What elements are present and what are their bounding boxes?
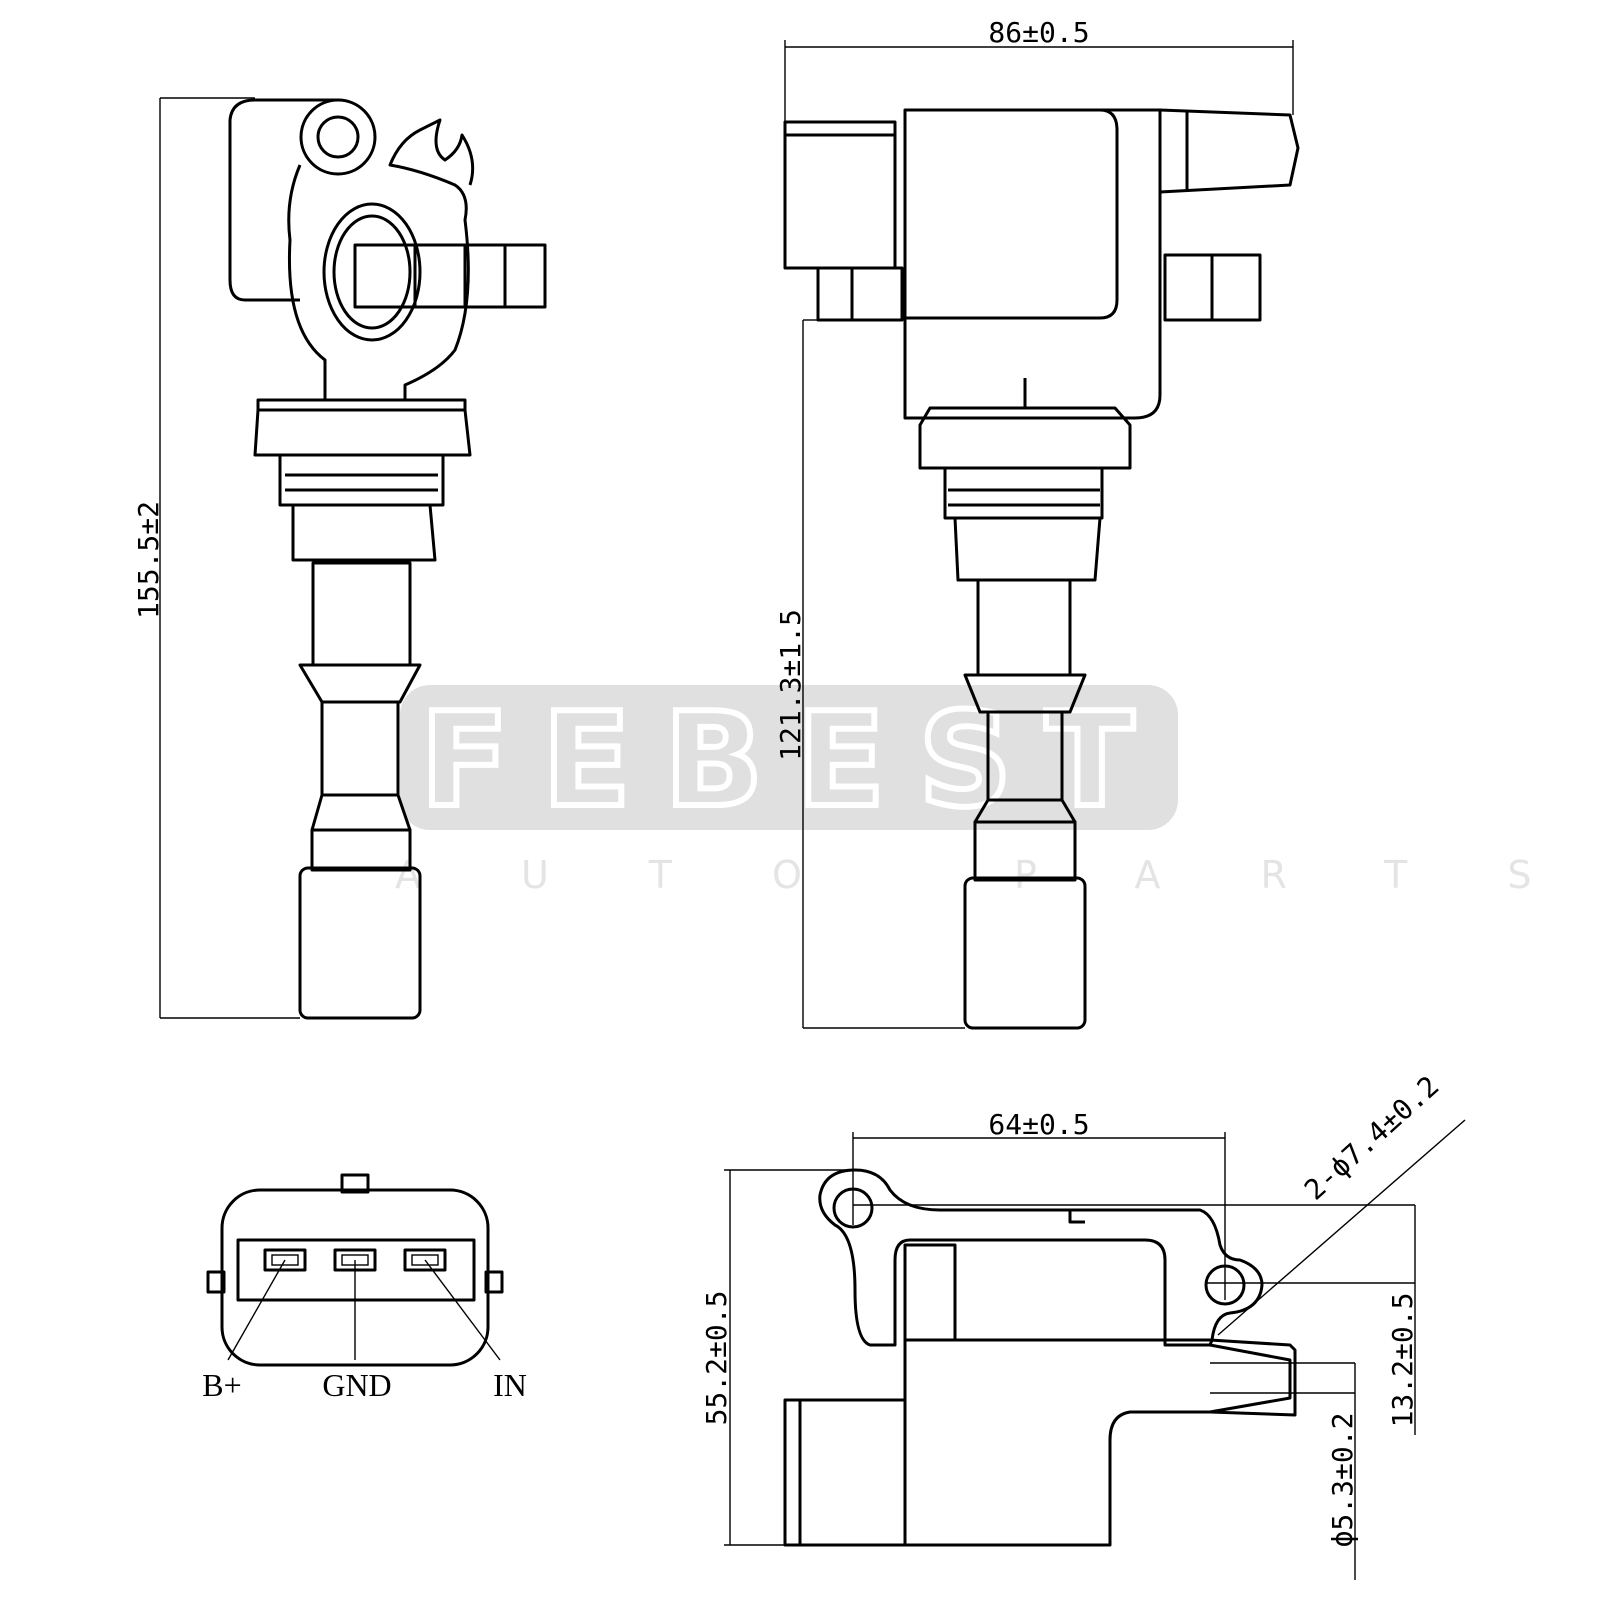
watermark-logo: FEBEST AUTO PARTS — [395, 681, 1600, 897]
depth-dimension: 55.2±0.5 — [700, 1291, 733, 1426]
front-view: 155.5±2 — [132, 97, 547, 1020]
hole-diameter-dimension: 2-ϕ7.4±0.2 — [1298, 1069, 1445, 1206]
pin-label-b-plus: B+ — [202, 1367, 241, 1403]
svg-text:AUTO PARTS: AUTO PARTS — [395, 853, 1600, 897]
tower-bore-dimension: ϕ5.3±0.2 — [1326, 1413, 1359, 1548]
side-view: 86±0.5 121.3±1.5 — [774, 16, 1300, 1030]
pin-label-gnd: GND — [322, 1367, 391, 1403]
width-top-dimension: 86±0.5 — [988, 16, 1089, 49]
overall-length-dimension: 155.5±2 — [132, 501, 165, 619]
pin-label-in: IN — [493, 1367, 527, 1403]
hole-offset-dimension: 13.2±0.5 — [1386, 1293, 1419, 1428]
hole-spacing-dimension: 64±0.5 — [988, 1108, 1089, 1141]
connector-face-view: B+ GND IN — [202, 1173, 527, 1403]
body-to-tip-dimension: 121.3±1.5 — [774, 609, 807, 761]
top-view: 64±0.5 55.2±0.5 13.2±0.5 ϕ5.3±0.2 2-ϕ7.4… — [700, 1069, 1466, 1580]
